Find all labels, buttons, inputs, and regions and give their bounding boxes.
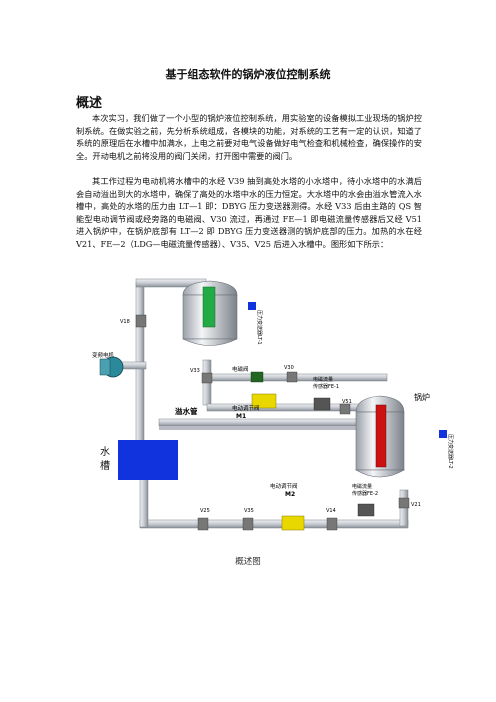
boiler-label: 锅炉 [414, 392, 430, 402]
valve-v18: V18 [120, 314, 147, 328]
upper-water-tower [182, 280, 238, 346]
svg-text:V35: V35 [244, 508, 254, 514]
svg-text:电磁流量: 电磁流量 [352, 483, 372, 490]
valve-v51: V51 [339, 399, 352, 415]
solenoid-valve: 电磁阀 [232, 365, 264, 383]
valve-v25: V25 [197, 508, 210, 531]
boiler: 锅炉 [354, 392, 430, 478]
pump-motor: 变频电机 [92, 351, 124, 378]
svg-text:传感器FE-2: 传感器FE-2 [352, 490, 378, 497]
section-heading: 概述 [76, 96, 103, 111]
pressure-transmitter-lt2: 压力变送器LT-2 [439, 430, 454, 469]
svg-text:M2: M2 [285, 491, 295, 498]
svg-text:电磁阀: 电磁阀 [232, 365, 249, 373]
pump-label: 变频电机 [92, 351, 115, 359]
paragraph-1: 本次实习，我们做了一个小型的锅炉液位控制系统，用实验室的设备模拟工业现场的锅炉控… [76, 113, 422, 161]
svg-text:V30: V30 [284, 365, 294, 371]
paragraph-2: 其工作过程为电动机将水槽中的水经 V39 抽到高处水塔的小水塔中，待小水塔中的水… [76, 176, 422, 249]
svg-text:V18: V18 [120, 319, 130, 325]
svg-text:槽: 槽 [100, 459, 110, 472]
document-title: 基于组态软件的锅炉液位控制系统 [165, 68, 331, 81]
valve-v35: V35 [242, 508, 254, 531]
flow-sensor-fe2: 电磁流量 传感器FE-2 [352, 483, 378, 517]
svg-text:V51: V51 [342, 399, 352, 405]
tank-label: 水 [100, 446, 110, 458]
valve-v33: V33 [190, 368, 213, 384]
figure-caption: 概述图 [235, 557, 261, 567]
svg-text:电动调节阀: 电动调节阀 [270, 482, 298, 490]
svg-text:压力变送器LT-1: 压力变送器LT-1 [256, 310, 263, 345]
svg-text:V33: V33 [190, 368, 200, 374]
water-tank [118, 440, 178, 480]
svg-text:传感器FE-1: 传感器FE-1 [313, 383, 339, 390]
svg-text:电动调节阀: 电动调节阀 [232, 404, 260, 412]
svg-text:压力变送器LT-2: 压力变送器LT-2 [447, 434, 454, 469]
svg-text:V25: V25 [200, 508, 210, 514]
valve-v30: V30 [284, 365, 298, 383]
svg-text:V21: V21 [411, 502, 421, 508]
pressure-transmitter-lt1: 压力变送器LT-1 [248, 302, 263, 345]
svg-text:电磁流量: 电磁流量 [313, 376, 333, 383]
motor-valve-m1: 电动调节阀 M1 [232, 393, 277, 420]
flow-sensor-fe1: 电磁流量 传感器FE-1 [313, 376, 339, 411]
svg-text:M1: M1 [236, 413, 246, 420]
motor-valve-m2: 电动调节阀 M2 [270, 482, 305, 531]
valve-v21: V21 [398, 497, 421, 509]
svg-text:V14: V14 [326, 508, 336, 514]
overflow-pipe-label: 溢水管 [175, 406, 198, 416]
valve-v14: V14 [326, 508, 338, 531]
